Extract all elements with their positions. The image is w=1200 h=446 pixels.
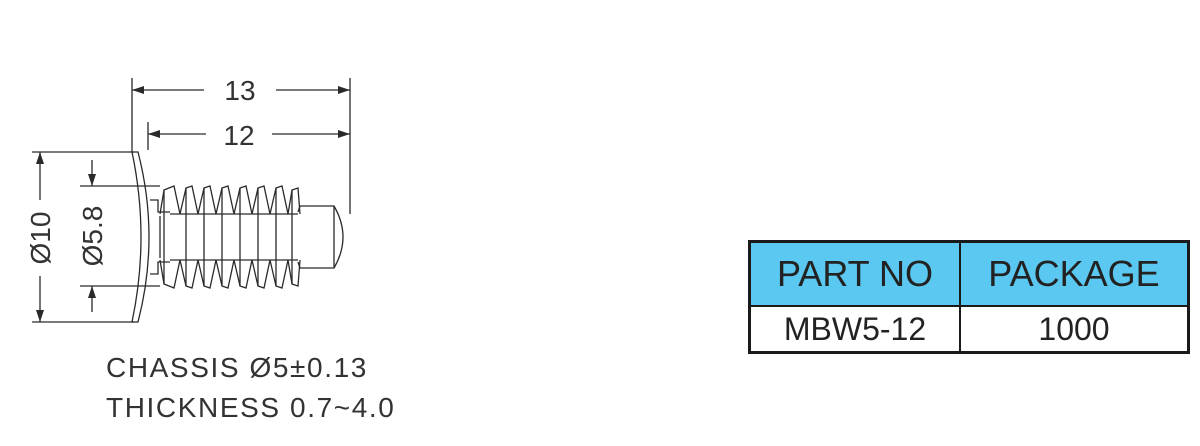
dimension-line-12 <box>148 130 350 138</box>
cell-package: 1000 <box>959 305 1190 354</box>
cell-part-no: MBW5-12 <box>748 305 961 354</box>
note-chassis: CHASSIS Ø5±0.13 <box>106 352 368 383</box>
rivet-head <box>131 151 150 323</box>
shank-fins <box>159 185 301 289</box>
dimension-line-d10 <box>36 152 44 322</box>
rivet-drawing: 13 12 Ø10 Ø5.8 <box>25 75 351 323</box>
dimension-line-d58 <box>88 160 96 312</box>
part-table: PART NO PACKAGE MBW5-12 1000 <box>748 240 1190 354</box>
dimension-line-13 <box>132 86 350 94</box>
table-header-row: PART NO PACKAGE <box>748 240 1190 307</box>
dim-label-13: 13 <box>224 75 255 106</box>
header-package: PACKAGE <box>959 240 1190 307</box>
dim-label-d10: Ø10 <box>25 212 56 265</box>
table-row: MBW5-12 1000 <box>748 305 1190 354</box>
rivet-tip <box>297 205 344 269</box>
note-thickness: THICKNESS 0.7~4.0 <box>106 392 396 423</box>
dim-label-12: 12 <box>223 120 254 151</box>
dim-label-d58: Ø5.8 <box>77 206 108 267</box>
header-part-no: PART NO <box>748 240 961 307</box>
